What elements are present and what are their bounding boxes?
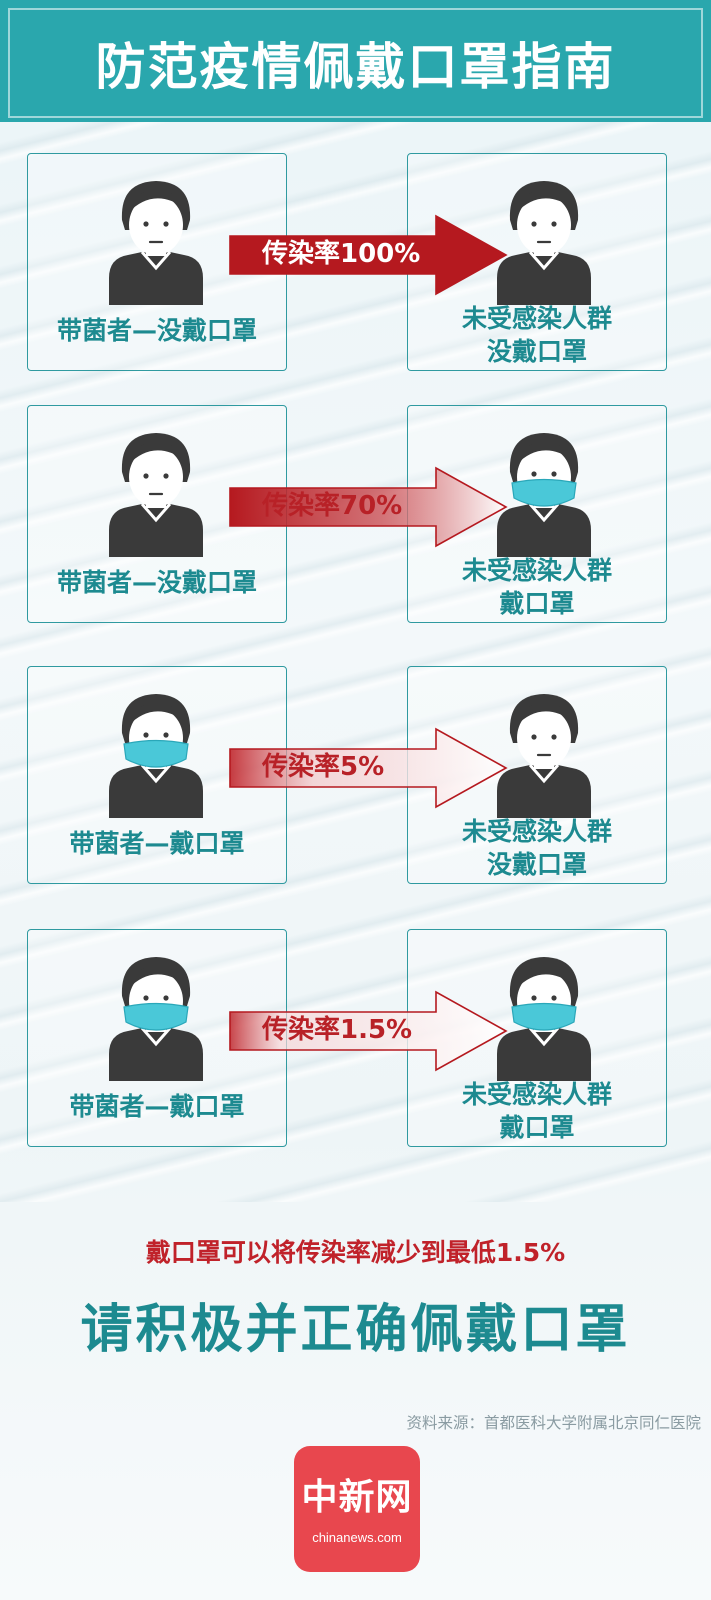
header-frame: 防范疫情佩戴口罩指南 — [8, 8, 703, 118]
carrier-label: 带菌者—戴口罩 — [69, 1092, 245, 1121]
slogan: 请积极并正确佩戴口罩 — [80, 1300, 631, 1360]
receiver-label: 未受感染人群 — [461, 1080, 612, 1109]
receiver-mask-status: 没戴口罩 — [486, 850, 587, 879]
right-arrow-icon — [229, 727, 508, 809]
receiver-card: 未受感染人群没戴口罩 — [407, 153, 667, 371]
header: 防范疫情佩戴口罩指南 — [0, 0, 711, 122]
carrier-label: 带菌者—没戴口罩 — [56, 316, 257, 345]
receiver-label: 未受感染人群 — [461, 304, 612, 333]
right-arrow-icon — [229, 214, 508, 296]
right-arrow-icon — [229, 990, 508, 1072]
receiver-mask-status: 没戴口罩 — [486, 337, 587, 366]
carrier-label: 带菌者—没戴口罩 — [56, 568, 257, 597]
logo-domain: chinanews.com — [312, 1530, 402, 1545]
person-icon — [106, 430, 206, 558]
source-citation: 资料来源：首都医科大学附属北京同仁医院 — [406, 1414, 701, 1432]
right-arrow-icon — [229, 466, 508, 548]
person-icon — [106, 178, 206, 306]
infection-rate-label: 传染率1.5% — [262, 1015, 413, 1045]
logo-name: 中新网 — [301, 1476, 413, 1518]
receiver-label: 未受感染人群 — [461, 556, 612, 585]
chinanews-logo: 中新网 chinanews.com — [294, 1446, 420, 1572]
receiver-label: 未受感染人群 — [461, 817, 612, 846]
carrier-label: 带菌者—戴口罩 — [69, 829, 245, 858]
masked-person-icon — [106, 691, 206, 819]
receiver-card: 未受感染人群戴口罩 — [407, 929, 667, 1147]
infection-rate-label: 传染率100% — [262, 239, 421, 269]
summary-note: 戴口罩可以将传染率减少到最低1.5% — [145, 1238, 566, 1267]
receiver-mask-status: 戴口罩 — [499, 1113, 575, 1142]
receiver-mask-status: 戴口罩 — [499, 589, 575, 618]
infection-rate-label: 传染率5% — [262, 752, 385, 782]
infection-rate-label: 传染率70% — [262, 491, 403, 521]
masked-person-icon — [106, 954, 206, 1082]
page-title: 防范疫情佩戴口罩指南 — [95, 38, 616, 96]
